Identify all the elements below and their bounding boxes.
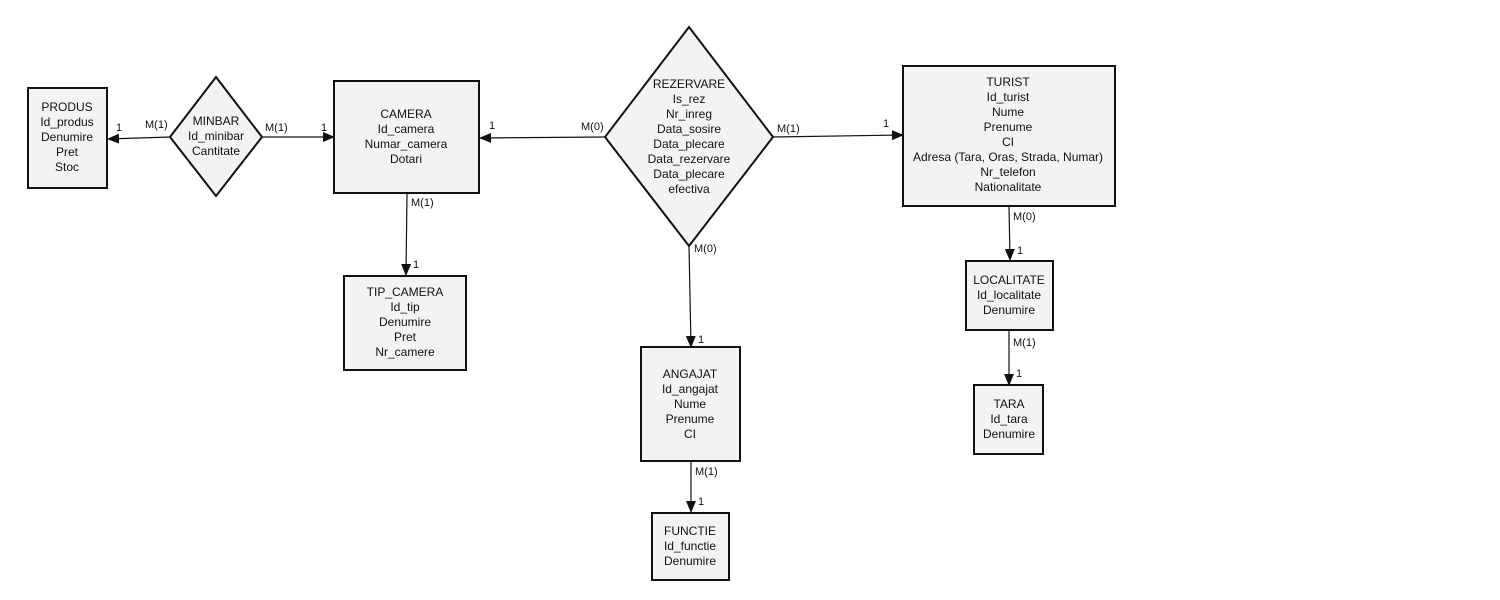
edge-turist-localitate bbox=[1004, 205, 1015, 261]
angajat-box bbox=[640, 346, 741, 462]
edge-minbar-produs bbox=[107, 133, 171, 144]
card-rezervare-turist-to: 1 bbox=[883, 118, 889, 130]
localitate-attr-1: Denumire bbox=[983, 303, 1035, 317]
card-rezervare-turist-from: M(1) bbox=[777, 123, 800, 135]
produs-title: PRODUS bbox=[41, 100, 92, 114]
card-turist-localitate-from: M(0) bbox=[1013, 211, 1036, 223]
entity-tip-camera[interactable]: TIP_CAMERA Id_tip Denumire Pret Nr_camer… bbox=[343, 275, 467, 371]
camera-title: CAMERA bbox=[380, 107, 431, 121]
relationship-minbar[interactable]: MINBAR Id_minibar Cantitate bbox=[168, 75, 264, 198]
angajat-title: ANGAJAT bbox=[663, 367, 718, 381]
camera-attr-0: Id_camera bbox=[378, 122, 435, 136]
functie-title: FUNCTIE bbox=[664, 524, 716, 538]
card-turist-localitate-to: 1 bbox=[1017, 245, 1023, 257]
card-localitate-tara-to: 1 bbox=[1016, 368, 1022, 380]
card-camera-tip_camera-to: 1 bbox=[413, 259, 419, 271]
card-rezervare-angajat-to: 1 bbox=[698, 334, 704, 346]
rezervare-attr-0: Is_rez bbox=[673, 92, 706, 106]
produs-attr-2: Pret bbox=[56, 145, 79, 159]
connectors bbox=[107, 130, 1015, 513]
card-rezervare-camera-from: M(0) bbox=[581, 121, 604, 133]
localitate-title: LOCALITATE bbox=[973, 273, 1045, 287]
camera-box bbox=[333, 80, 480, 194]
rezervare-attr-1: Nr_inreg bbox=[666, 107, 712, 121]
card-minbar-camera-from: M(1) bbox=[265, 122, 288, 134]
camera-attr-1: Numar_camera bbox=[365, 137, 448, 151]
card-rezervare-camera-to: 1 bbox=[489, 120, 495, 132]
localitate-box bbox=[965, 260, 1054, 331]
rezervare-attr-5: Data_plecare bbox=[653, 167, 725, 181]
entity-camera[interactable]: CAMERA Id_camera Numar_camera Dotari bbox=[333, 80, 480, 194]
produs-attr-0: Id_produs bbox=[40, 115, 93, 129]
tip-camera-attr-2: Pret bbox=[394, 330, 417, 344]
angajat-attr-1: Nume bbox=[674, 397, 706, 411]
turist-attr-4: Adresa (Tara, Oras, Strada, Numar) bbox=[913, 150, 1103, 164]
entity-produs[interactable]: PRODUS Id_produs Denumire Pret Stoc bbox=[27, 87, 108, 189]
minbar-diamond bbox=[168, 75, 264, 198]
tip-camera-attr-0: Id_tip bbox=[390, 300, 420, 314]
rezervare-attr-4: Data_rezervare bbox=[648, 152, 731, 166]
rezervare-attr-2: Data_sosire bbox=[657, 122, 721, 136]
tip-camera-box bbox=[343, 275, 467, 371]
rezervare-diamond bbox=[603, 25, 775, 248]
minbar-attr-1: Cantitate bbox=[192, 144, 240, 158]
entity-angajat[interactable]: ANGAJAT Id_angajat Nume Prenume CI bbox=[640, 346, 741, 462]
produs-box bbox=[27, 87, 108, 189]
edge-rezervare-turist bbox=[772, 130, 904, 141]
turist-attr-5: Nr_telefon bbox=[980, 165, 1035, 179]
produs-attr-3: Stoc bbox=[55, 160, 79, 174]
card-rezervare-angajat-from: M(0) bbox=[694, 243, 717, 255]
angajat-attr-0: Id_angajat bbox=[662, 382, 719, 396]
edge-camera-tip_camera bbox=[401, 193, 412, 276]
card-camera-tip_camera-from: M(1) bbox=[411, 197, 434, 209]
tip-camera-title: TIP_CAMERA bbox=[367, 285, 444, 299]
functie-box bbox=[651, 512, 730, 581]
turist-attr-2: Prenume bbox=[984, 120, 1033, 134]
localitate-attr-0: Id_localitate bbox=[977, 288, 1041, 302]
cardinality-labels: M(1) 1 M(1) 1 M(0) 1 M(1) 1 M(1) 1 M(0) … bbox=[116, 118, 1036, 508]
functie-attr-0: Id_functie bbox=[664, 539, 716, 553]
edge-rezervare-camera bbox=[479, 132, 606, 143]
turist-attr-3: CI bbox=[1002, 135, 1014, 149]
entity-functie[interactable]: FUNCTIE Id_functie Denumire bbox=[651, 512, 730, 581]
card-localitate-tara-from: M(1) bbox=[1013, 337, 1036, 349]
card-angajat-functie-from: M(1) bbox=[695, 466, 718, 478]
tara-box bbox=[973, 384, 1044, 455]
turist-box bbox=[902, 65, 1116, 207]
turist-title: TURIST bbox=[986, 75, 1030, 89]
rezervare-attr-3: Data_plecare bbox=[653, 137, 725, 151]
turist-attr-0: Id_turist bbox=[987, 90, 1030, 104]
tara-title: TARA bbox=[993, 397, 1024, 411]
edge-rezervare-angajat bbox=[685, 245, 696, 348]
card-minbar-produs-from: M(1) bbox=[145, 119, 168, 131]
produs-attr-1: Denumire bbox=[41, 130, 93, 144]
tara-attr-1: Denumire bbox=[983, 427, 1035, 441]
functie-attr-1: Denumire bbox=[664, 554, 716, 568]
entity-tara[interactable]: TARA Id_tara Denumire bbox=[973, 384, 1044, 455]
angajat-attr-3: CI bbox=[684, 427, 696, 441]
tara-attr-0: Id_tara bbox=[990, 412, 1028, 426]
entity-turist[interactable]: TURIST Id_turist Nume Prenume CI Adresa … bbox=[902, 65, 1116, 207]
turist-attr-6: Nationalitate bbox=[975, 180, 1042, 194]
card-minbar-camera-to: 1 bbox=[321, 122, 327, 134]
camera-attr-2: Dotari bbox=[390, 152, 422, 166]
tip-camera-attr-1: Denumire bbox=[379, 315, 431, 329]
entity-localitate[interactable]: LOCALITATE Id_localitate Denumire bbox=[965, 260, 1054, 331]
relationship-rezervare[interactable]: REZERVARE Is_rez Nr_inreg Data_sosire Da… bbox=[603, 25, 775, 248]
card-minbar-produs-to: 1 bbox=[116, 122, 122, 134]
rezervare-attr-6: efectiva bbox=[668, 182, 710, 196]
tip-camera-attr-3: Nr_camere bbox=[375, 345, 435, 359]
card-angajat-functie-to: 1 bbox=[698, 496, 704, 508]
rezervare-title: REZERVARE bbox=[653, 77, 725, 91]
minbar-attr-0: Id_minibar bbox=[188, 129, 244, 143]
minbar-title: MINBAR bbox=[193, 114, 240, 128]
angajat-attr-2: Prenume bbox=[666, 412, 715, 426]
turist-attr-1: Nume bbox=[992, 105, 1024, 119]
